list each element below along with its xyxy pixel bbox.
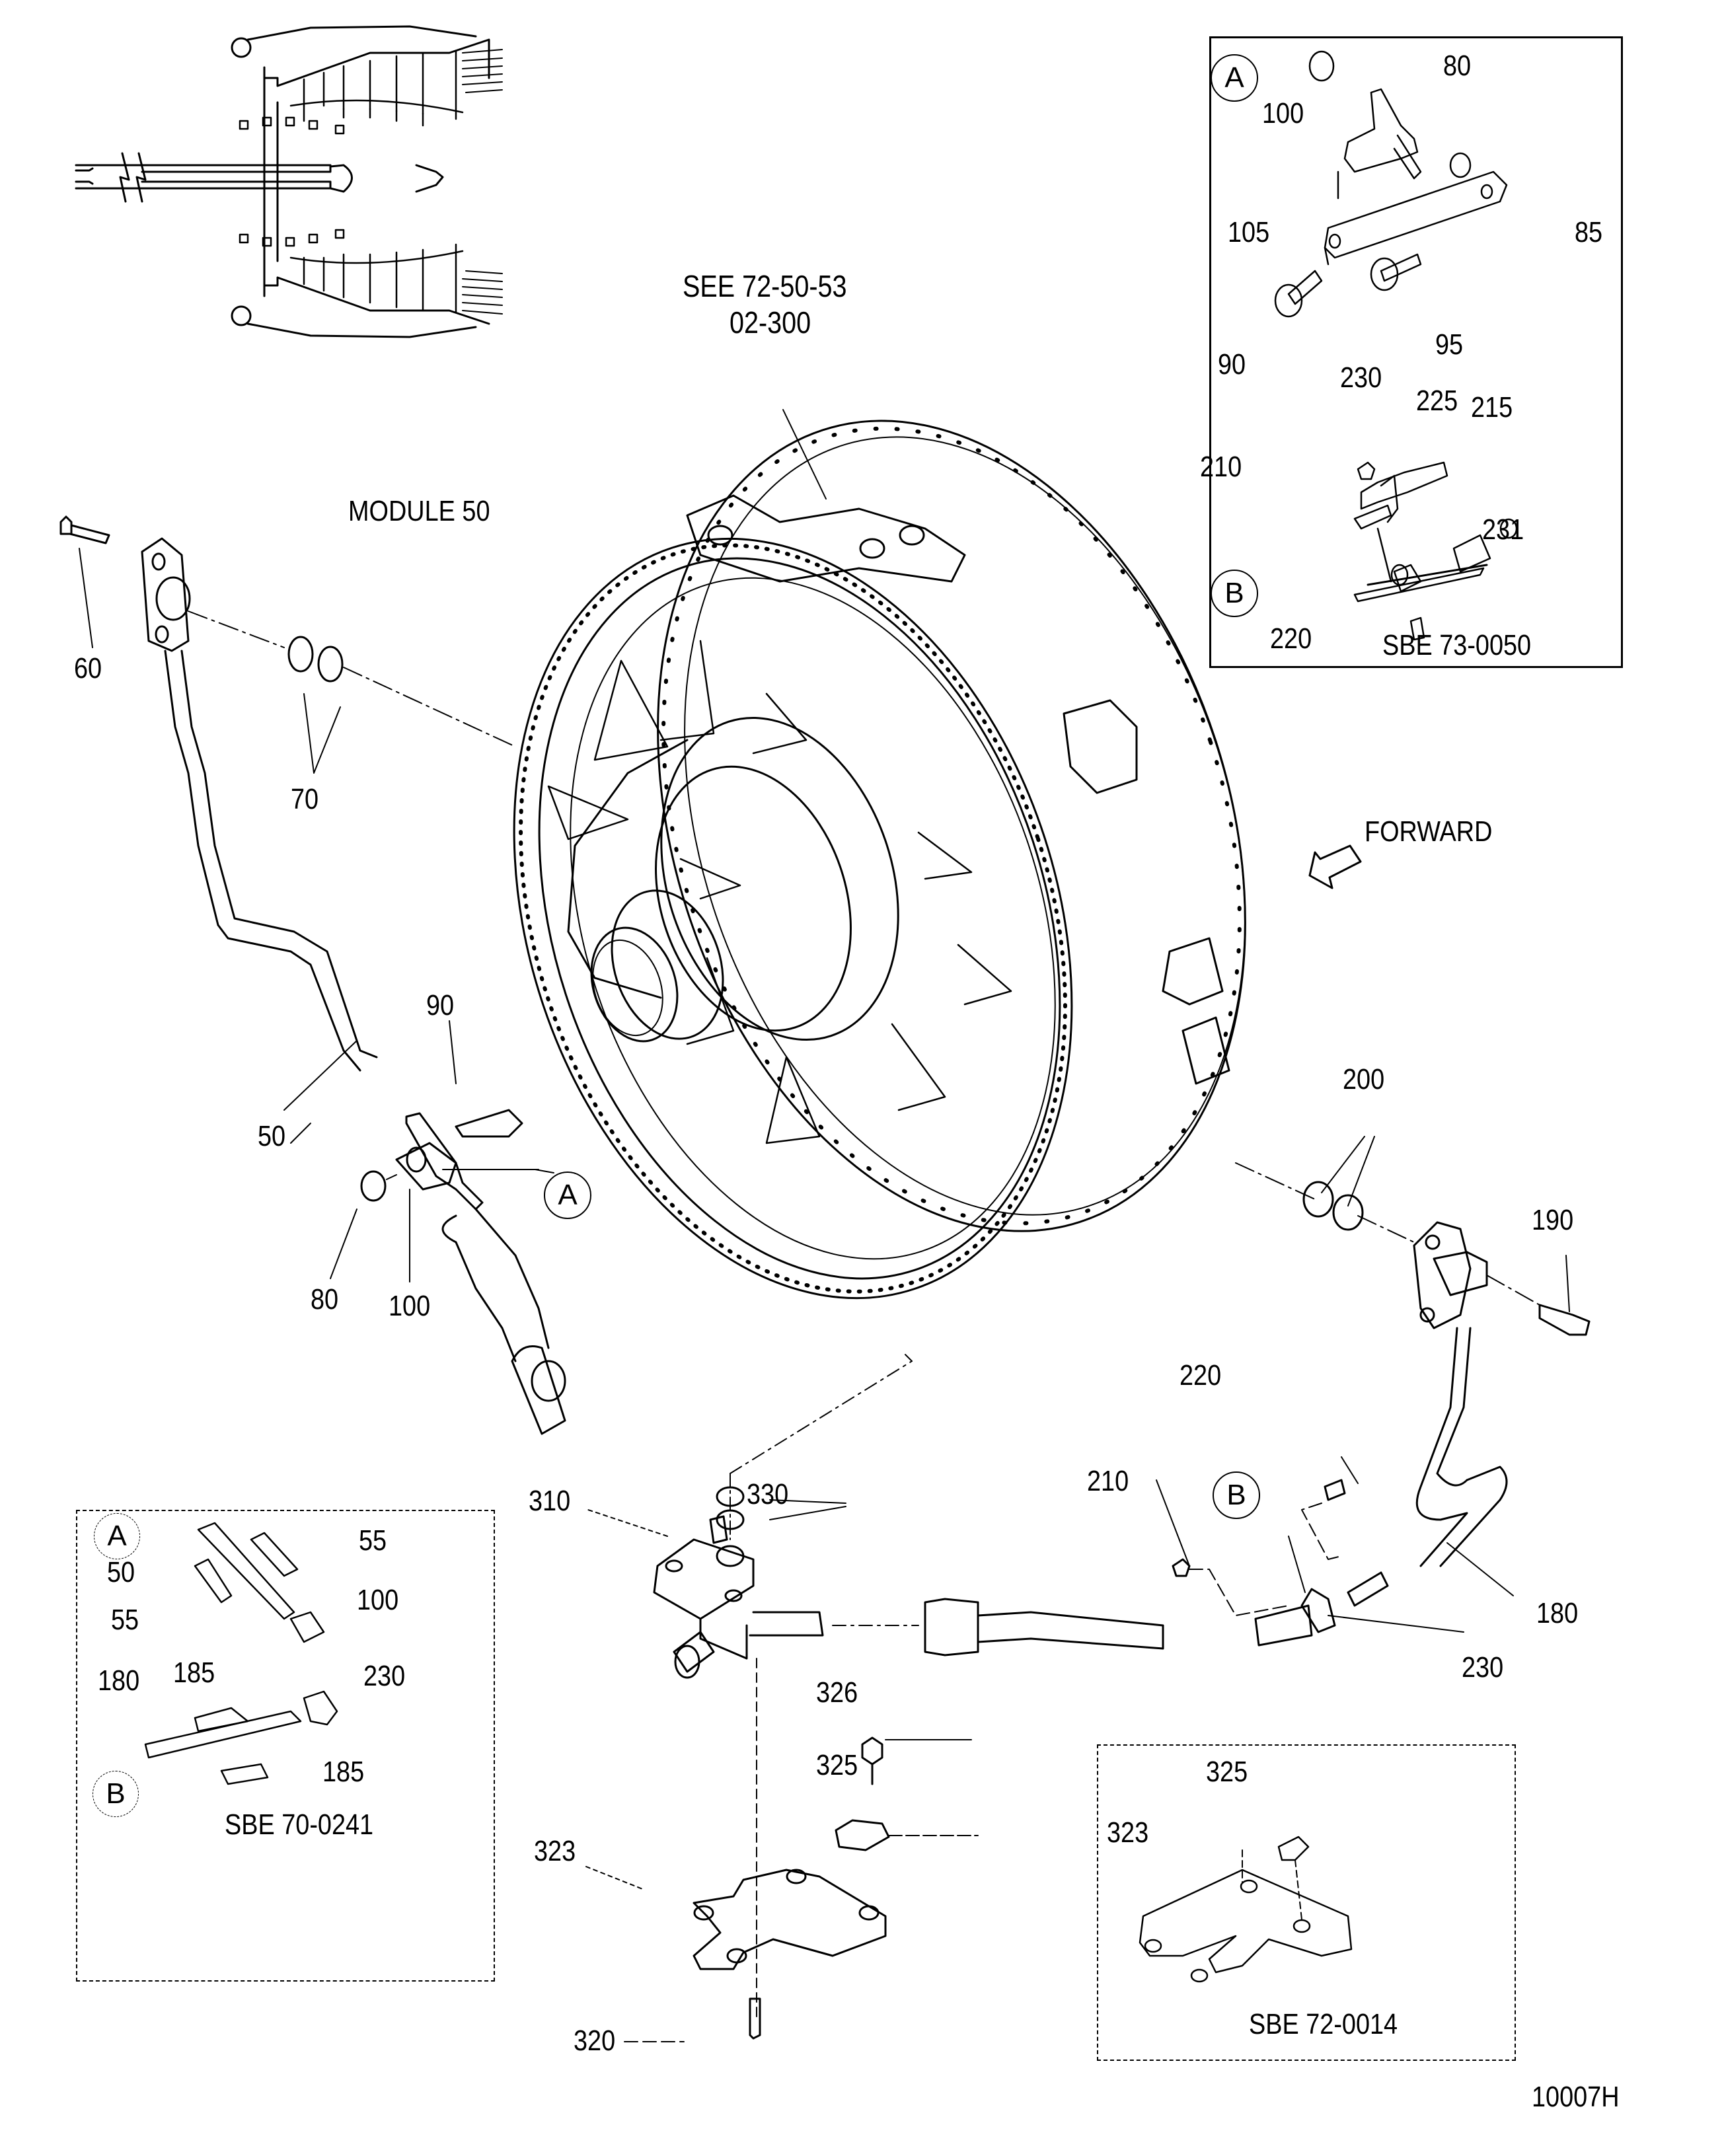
inset-bl-callout-180: 180: [98, 1664, 140, 1697]
inset-bl-callout-100: 100: [357, 1584, 399, 1616]
inset-frame-sbe-73-0050: [1209, 36, 1623, 668]
inset-bottom-right-drawings: [1139, 1836, 1353, 1983]
inset-bl-callout-55-top: 55: [359, 1524, 387, 1557]
inset-tr-callout-85: 85: [1575, 216, 1603, 248]
callout-50: 50: [258, 1120, 286, 1152]
callout-200: 200: [1343, 1063, 1385, 1096]
inset-bl-callout-230: 230: [363, 1660, 406, 1692]
callout-60: 60: [74, 652, 102, 685]
inset-top-right-drawings: [1274, 50, 1518, 641]
forward-arrow-icon: [1308, 844, 1362, 889]
fitting-310-assembly: [587, 1360, 1164, 2023]
inset-bl-callout-185-bottom: 185: [322, 1756, 365, 1788]
detail-ref-b[interactable]: B: [1213, 1471, 1260, 1519]
inset-frame-sbe-72-0014: [1097, 1744, 1516, 2061]
inset-tr-callout-90: 90: [1218, 348, 1246, 381]
bracket-323-assembly: [585, 1736, 979, 2042]
inset-tr-view-a: A: [1211, 54, 1258, 102]
left-tube-assembly: [59, 515, 516, 1144]
callout-210: 210: [1087, 1465, 1129, 1497]
leader-lines: [782, 409, 913, 1362]
figure-id: 10007H: [1532, 2081, 1620, 2113]
inset-bl-view-b: B: [93, 1771, 139, 1817]
inset-tr-callout-80: 80: [1443, 50, 1472, 82]
forward-label: FORWARD: [1365, 815, 1493, 848]
callout-80: 80: [311, 1283, 339, 1316]
right-tube-assembly: [1156, 1136, 1591, 1647]
callout-310: 310: [529, 1485, 571, 1517]
inset-tr-view-b: B: [1211, 570, 1258, 617]
turbine-case-flange: [513, 420, 1246, 1300]
callout-330: 330: [747, 1478, 789, 1510]
inset-tr-callout-231: 231: [1482, 513, 1524, 546]
inset-bl-sbe-number: SBE 70-0241: [225, 1808, 374, 1841]
callout-100: 100: [389, 1290, 431, 1322]
inset-tr-sbe-number: SBE 73-0050: [1382, 629, 1532, 661]
reference-note-line1: SEE 72-50-53: [683, 269, 847, 303]
inset-br-callout-325: 325: [1206, 1756, 1248, 1788]
callout-180: 180: [1536, 1597, 1579, 1629]
callout-70: 70: [291, 783, 319, 815]
inset-tr-callout-100: 100: [1262, 97, 1304, 130]
inset-bl-callout-50: 50: [107, 1556, 135, 1588]
detail-ref-a[interactable]: A: [544, 1171, 591, 1219]
inset-tr-callout-230: 230: [1340, 361, 1382, 394]
inset-br-callout-323: 323: [1107, 1816, 1149, 1849]
callout-325: 325: [816, 1749, 858, 1781]
inset-tr-callout-220: 220: [1270, 622, 1312, 655]
inset-bottom-left-drawings: [144, 1522, 338, 1785]
callout-323: 323: [534, 1835, 576, 1867]
callout-90: 90: [426, 989, 455, 1022]
inset-tr-callout-95: 95: [1435, 328, 1464, 361]
callout-220: 220: [1180, 1359, 1222, 1392]
inset-br-sbe-number: SBE 72-0014: [1249, 2008, 1398, 2040]
module-50-section-view: [75, 25, 503, 338]
inset-bl-callout-55-bottom: 55: [111, 1604, 139, 1636]
inset-tr-callout-210: 210: [1200, 451, 1242, 483]
callout-320: 320: [574, 2025, 616, 2057]
callout-230: 230: [1462, 1651, 1504, 1684]
clamp-assembly-a: [283, 1020, 566, 1435]
reference-note-line2: 02-300: [730, 305, 811, 340]
inset-bl-view-a: A: [94, 1513, 140, 1559]
inset-frame-sbe-70-0241: [76, 1510, 495, 1982]
inset-tr-callout-215: 215: [1471, 391, 1513, 424]
callout-326: 326: [816, 1676, 858, 1709]
inset-bl-callout-185-top: 185: [173, 1656, 215, 1689]
callout-190: 190: [1532, 1204, 1574, 1236]
module-50-label: MODULE 50: [348, 495, 490, 527]
inset-tr-callout-225: 225: [1416, 385, 1458, 417]
inset-tr-callout-105: 105: [1228, 216, 1270, 248]
